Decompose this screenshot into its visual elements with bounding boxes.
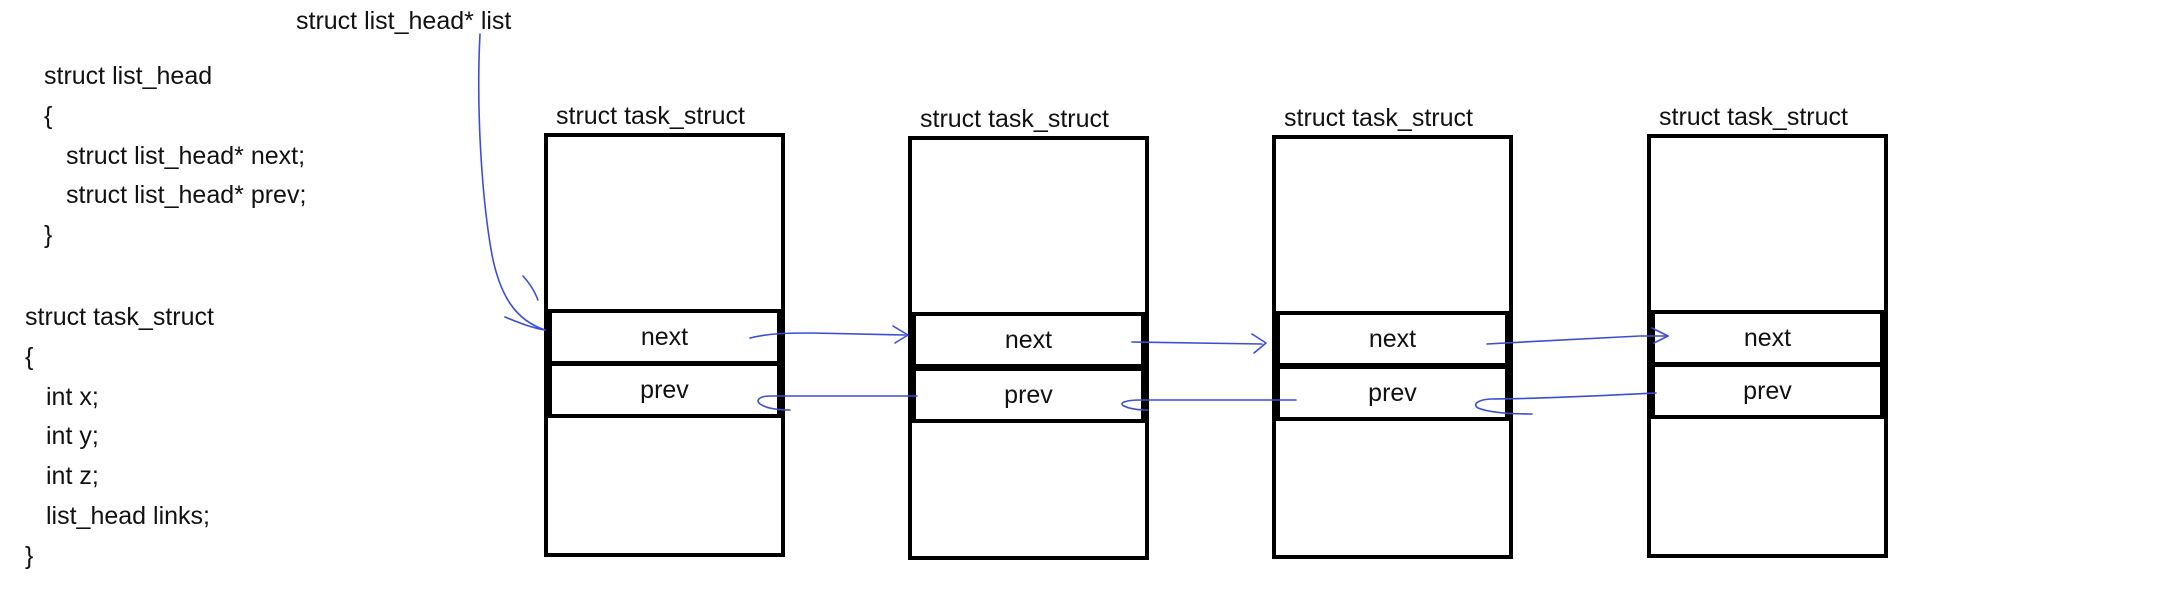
code-line: list_head links; xyxy=(46,502,210,530)
next-arrow xyxy=(1486,335,1669,345)
next-arrow xyxy=(1131,341,1263,345)
arrowhead-icon xyxy=(522,275,539,301)
next-field: next xyxy=(548,309,781,365)
node-title: struct task_struct xyxy=(920,105,1109,133)
arrowhead-icon xyxy=(892,325,909,344)
next-field: next xyxy=(912,312,1145,368)
prev-field: prev xyxy=(548,362,781,418)
node-title: struct task_struct xyxy=(1284,104,1473,132)
code-line: } xyxy=(25,542,34,570)
code-line: struct list_head* prev; xyxy=(66,181,307,209)
code-line: int x; xyxy=(46,383,99,411)
code-line: int z; xyxy=(46,462,99,490)
code-line: { xyxy=(25,343,34,371)
list-pointer-arrow xyxy=(477,33,546,331)
code-line: int y; xyxy=(46,422,99,450)
list-pointer-label: struct list_head* list xyxy=(296,7,512,35)
next-field: next xyxy=(1276,311,1509,367)
code-line: } xyxy=(44,221,53,249)
node-title: struct task_struct xyxy=(556,102,745,130)
code-line: struct list_head xyxy=(44,62,213,90)
next-field: next xyxy=(1651,310,1884,366)
prev-field: prev xyxy=(912,367,1145,423)
code-line: { xyxy=(44,102,53,130)
arrowhead-icon xyxy=(1251,333,1267,354)
code-line: struct task_struct xyxy=(25,303,214,331)
arrowhead-icon xyxy=(504,316,546,331)
code-line: struct list_head* next; xyxy=(66,142,306,170)
prev-field: prev xyxy=(1651,363,1884,419)
node-title: struct task_struct xyxy=(1659,103,1848,131)
prev-field: prev xyxy=(1276,365,1509,421)
